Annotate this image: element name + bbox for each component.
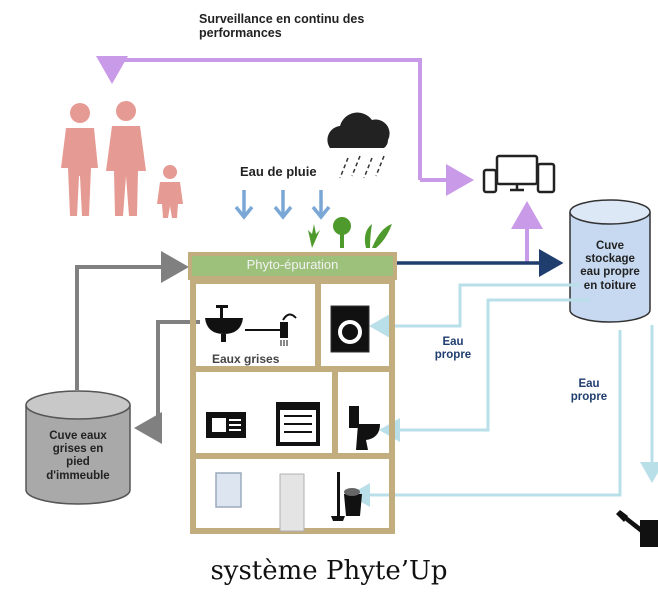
phyto-label: Phyto-épuration [246, 257, 339, 272]
clean-tank-label: Cuve stockage eau propre en toiture [570, 240, 650, 293]
grey-tank-line4: d'immeuble [46, 469, 110, 482]
toilet-icon [349, 406, 380, 450]
people-icon [61, 101, 183, 218]
building [188, 252, 397, 534]
grey-tank-line1: Cuve eaux [49, 430, 107, 442]
clean-water-tank [569, 199, 651, 323]
shower-icon [280, 313, 297, 346]
grey-tank-line3: pied [66, 456, 90, 469]
clean-tank-line1: Cuve [595, 240, 625, 252]
clean-water-1-line2: propre [434, 349, 472, 362]
cleaning-bucket-icon [331, 472, 362, 521]
clean-water-label-1: Eau propre [428, 336, 478, 362]
door-icon [279, 473, 305, 532]
clean-tank-line3: eau propre [580, 266, 640, 279]
greywater-label: Eaux grises [212, 352, 280, 366]
clean-tank-line2: stockage [585, 253, 635, 266]
monitoring-label: Surveillance en continu des performances [199, 12, 364, 41]
clean-water-lines [349, 283, 658, 507]
window-icon [215, 472, 242, 508]
grey-tank-line2: grises en [52, 443, 104, 456]
rain-arrows [234, 190, 331, 220]
cloud-rain-icon [327, 112, 390, 179]
clean-water-1-line1: Eau [442, 336, 464, 348]
clean-water-label-2: Eau propre [564, 378, 614, 404]
greywater-tank [25, 390, 131, 505]
rain-label: Eau de pluie [240, 164, 317, 179]
plant-icons [308, 217, 392, 248]
clean-water-2-line1: Eau [578, 378, 600, 390]
dishwasher-icon [276, 402, 320, 446]
monitoring-arrows [96, 56, 543, 263]
greywater-arrows [75, 251, 200, 444]
monitoring-line1: Surveillance en continu des [199, 12, 365, 26]
sink-icon [205, 305, 243, 342]
tablet-icon [206, 412, 246, 438]
watering-can-icon [616, 510, 658, 547]
figure-caption: système Phyte’Up [210, 556, 448, 586]
clean-tank-line4: en toiture [583, 279, 637, 292]
washing-machine-icon [330, 305, 370, 353]
clean-water-2-line2: propre [570, 391, 608, 404]
devices-icon [482, 154, 556, 194]
monitoring-line2: performances [199, 26, 282, 41]
grey-tank-label: Cuve eaux grises en pied d'immeuble [26, 430, 130, 483]
